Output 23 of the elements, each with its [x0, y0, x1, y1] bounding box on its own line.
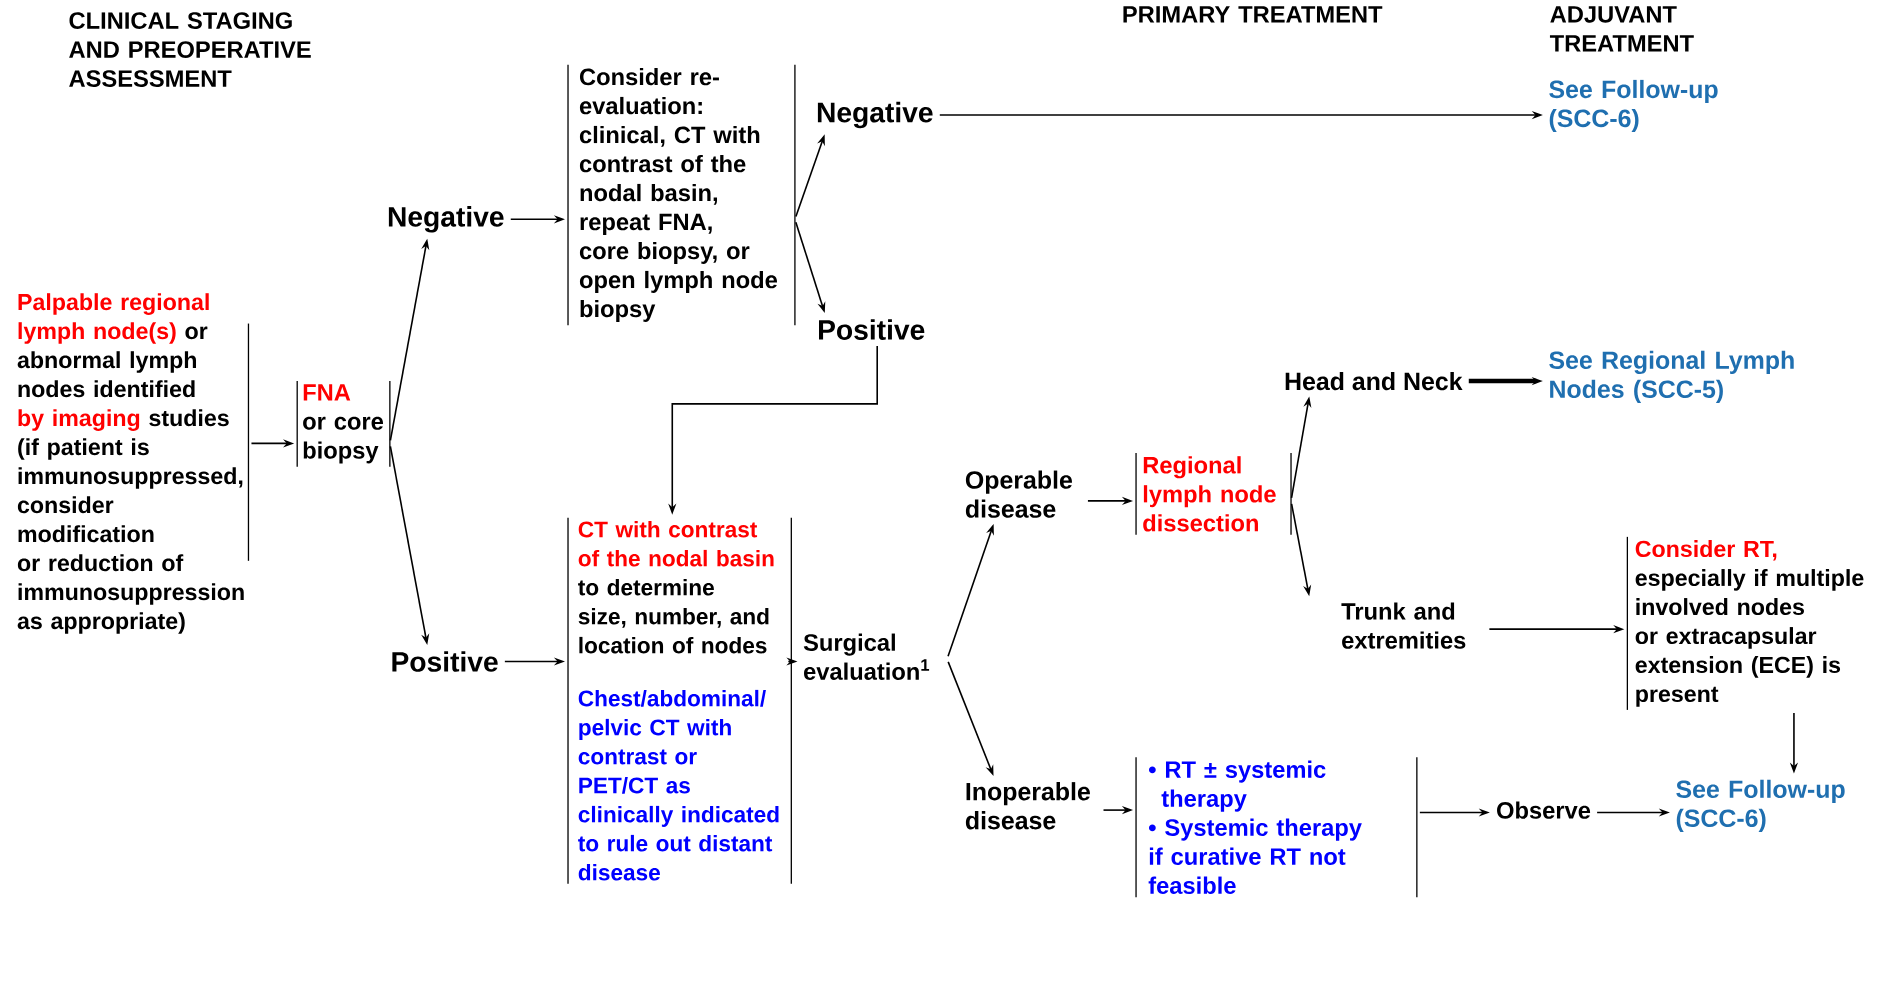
link-text: See Regional Lymph Nodes (SCC-5) — [1549, 350, 1794, 403]
step-box: Consider RT, especially if multiple involved nodes or extracapsular extension (ECE) is present — [1626, 536, 1864, 711]
column-heading: CLINICAL STAGING AND PREOPERATIVE ASSESSMENT — [69, 12, 311, 87]
step-text: Observe — [1497, 801, 1591, 819]
step-box: Consider re-evaluation: clinical, CT with contrast of the nodal basin, repeat FNA, core biopsy, or open lymph node biopsy — [567, 64, 796, 326]
step-text: Inoperable disease — [965, 782, 1090, 830]
step-box: Regional lymph node dissection — [1135, 452, 1292, 536]
result-label: Negative — [388, 206, 504, 233]
step-text: Operable disease — [965, 470, 1072, 518]
result-label: Positive — [392, 651, 498, 672]
result-label: Positive — [819, 319, 925, 340]
column-heading: ADJUVANT TREATMENT — [1549, 6, 1694, 52]
site-label: Trunk and extremities — [1341, 602, 1466, 649]
column-heading: PRIMARY TREATMENT — [1123, 6, 1383, 23]
step-box: CT with contrast of the nodal basin to determine size, number, and location of nodes Chest/abdominal/ pelvic CT with contrast or PET/CT as clinically indicated to rule out distant disease — [567, 517, 792, 885]
step-text: Surgical evaluation$^{1}$ — [803, 633, 930, 680]
link-text: See Follow-up (SCC-6) — [1549, 79, 1718, 133]
site-label: Head and Neck — [1285, 371, 1463, 391]
step-box: • RT ± systemic therapy • Systemic therapy if curative RT not feasible — [1135, 756, 1418, 898]
link-text: See Follow-up (SCC-6) — [1676, 779, 1845, 832]
step-box: FNA or core biopsy — [296, 380, 391, 468]
step-text: Palpable regional lymph node(s) or abnormal lymph nodes identified by imaging studies (if patient is immunosuppressed, consider modification or reduction of immunosuppression as appropriate) — [17, 293, 250, 634]
result-label: Negative — [817, 101, 933, 129]
